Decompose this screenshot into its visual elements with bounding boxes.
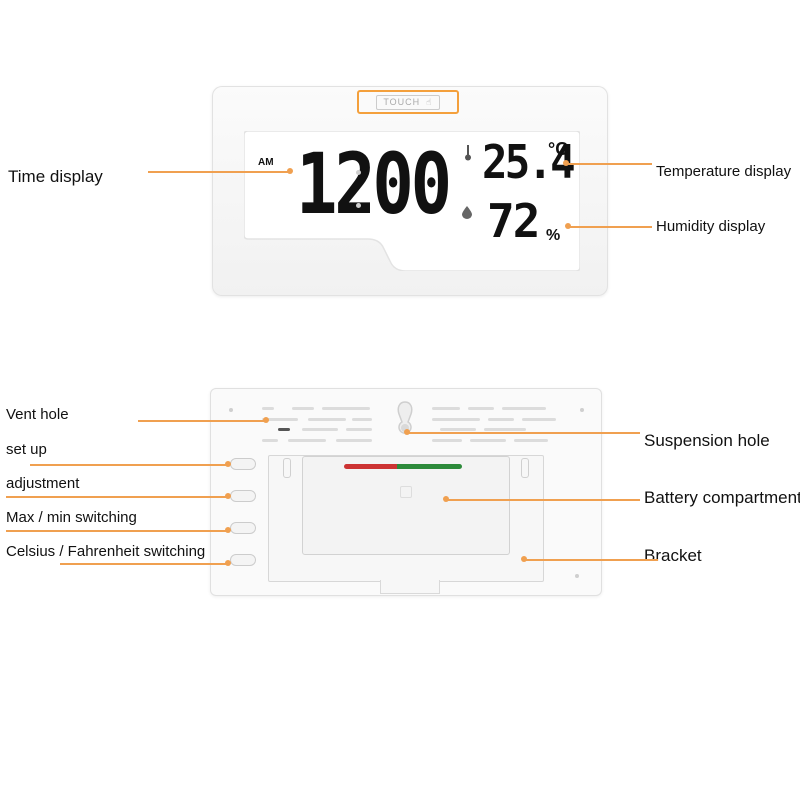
leader-set-up [30, 464, 228, 466]
label-time-display: Time display [8, 167, 103, 186]
humidity-unit: % [546, 227, 561, 244]
vent-slot [522, 418, 556, 421]
vent-slot [322, 407, 370, 410]
label-celsius-fahrenheit-switching: Celsius / Fahrenheit switching [6, 543, 206, 560]
vent-slot [262, 418, 298, 421]
temperature-unit: °C [548, 139, 569, 159]
leader-max-min-switching [6, 530, 228, 532]
time-digits: 1200 [296, 135, 452, 233]
vent-slot [470, 439, 506, 442]
vent-slot [432, 407, 460, 410]
label-max-min-switching: Max / min switching [6, 509, 137, 526]
leader-battery-compartment [446, 499, 640, 501]
vent-slot [288, 439, 326, 442]
lcd-screen [244, 131, 580, 271]
vent-slot [336, 439, 372, 442]
bracket-hinge-left [283, 458, 291, 478]
label-bracket: Bracket [644, 546, 702, 565]
label-adjustment: adjustment [6, 475, 80, 492]
vent-slot [488, 418, 514, 421]
vent-slot [514, 439, 548, 442]
leader-adjustment [6, 496, 228, 498]
corner-hole [580, 408, 584, 412]
touch-label: TOUCH [383, 97, 421, 107]
vent-slot [432, 418, 480, 421]
leader-vent-hole [138, 420, 266, 422]
label-humidity-display: Humidity display [656, 218, 766, 235]
water-drop-icon [462, 206, 472, 219]
leader-dot-suspension [404, 429, 410, 435]
leader-dot-time [287, 168, 293, 174]
leader-humidity-display [568, 226, 652, 228]
am-indicator: AM [258, 157, 274, 168]
colon-dot-bottom [356, 203, 361, 208]
leader-dot-adjustment [225, 493, 231, 499]
colon-dot-top [356, 170, 361, 175]
label-set-up: set up [6, 441, 47, 458]
temperature-unit-letter: C [555, 139, 569, 159]
adjustment-button[interactable] [230, 490, 256, 502]
thermometer-icon [465, 145, 471, 161]
leader-dot-set-up [225, 461, 231, 467]
vent-slot [440, 428, 476, 431]
corner-hole [229, 408, 233, 412]
corner-hole [575, 574, 579, 578]
vent-slot [432, 439, 462, 442]
touch-hand-icon: ☝ [426, 96, 433, 107]
leader-dot-celsius [225, 560, 231, 566]
vent-slot [262, 407, 274, 410]
battery-lock-icon [400, 486, 412, 498]
vent-slot [352, 418, 372, 421]
vent-slot [468, 407, 494, 410]
vent-slot [502, 407, 546, 410]
leader-celsius-fahrenheit [60, 563, 228, 565]
leader-bracket [524, 559, 658, 561]
vent-slot [346, 428, 372, 431]
leader-dot-vent [263, 417, 269, 423]
leader-dot-temperature [563, 160, 569, 166]
leader-suspension-hole [408, 432, 640, 434]
leader-time-display [148, 171, 290, 173]
leader-temperature-display [566, 163, 652, 165]
leader-dot-bracket [521, 556, 527, 562]
temperature-digits: 25.4 [482, 135, 576, 189]
touch-button[interactable]: TOUCH ☝ [357, 90, 459, 114]
vent-slot [262, 439, 278, 442]
vent-slot [302, 428, 338, 431]
vent-slot [308, 418, 346, 421]
label-battery-compartment: Battery compartment [644, 488, 800, 507]
bracket-foot [380, 580, 440, 594]
leader-dot-max-min [225, 527, 231, 533]
battery-compartment[interactable] [302, 456, 510, 555]
humidity-digits: 72 [487, 194, 540, 248]
vent-slot [484, 428, 526, 431]
battery-window [344, 464, 462, 469]
vent-slot [278, 428, 290, 431]
celsius-fahrenheit-switch-button[interactable] [230, 554, 256, 566]
bracket-hinge-right [521, 458, 529, 478]
label-suspension-hole: Suspension hole [644, 431, 770, 450]
set-up-button[interactable] [230, 458, 256, 470]
leader-dot-humidity [565, 223, 571, 229]
leader-dot-battery [443, 496, 449, 502]
label-vent-hole: Vent hole [6, 406, 69, 423]
label-temperature-display: Temperature display [656, 163, 792, 180]
vent-slot [292, 407, 314, 410]
max-min-switch-button[interactable] [230, 522, 256, 534]
